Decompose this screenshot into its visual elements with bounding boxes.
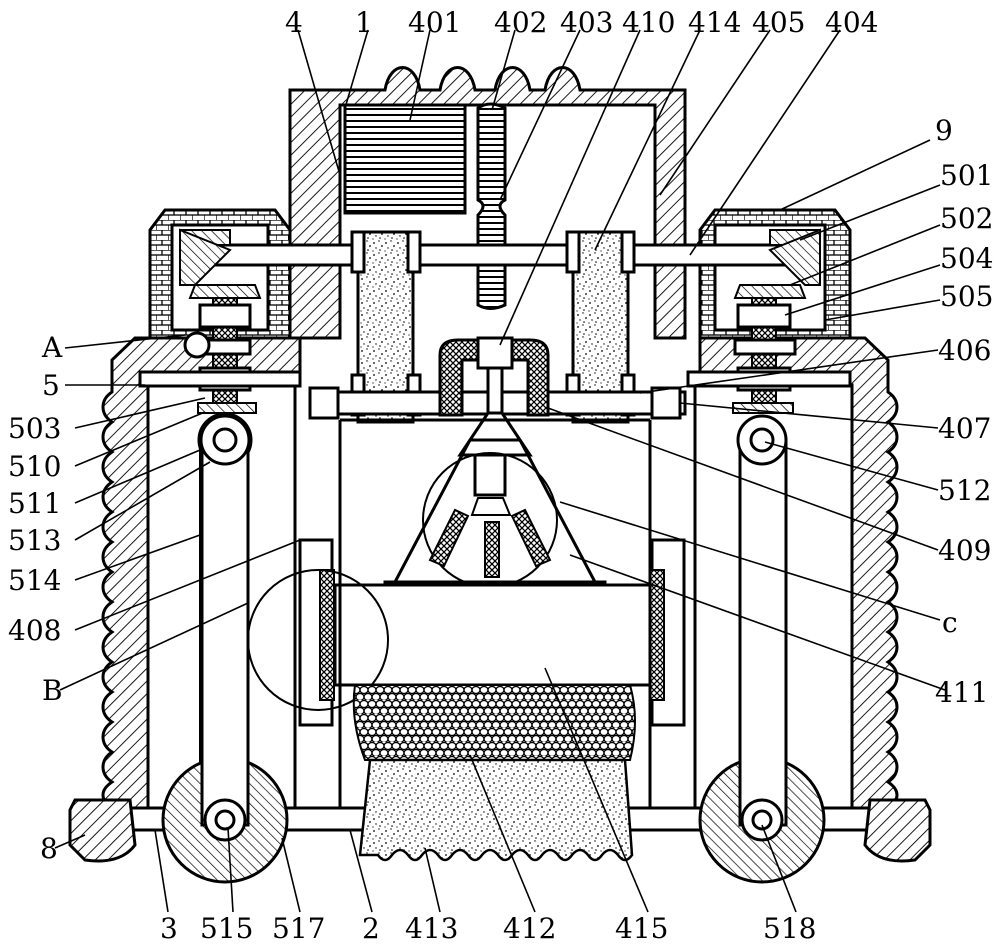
label-415: 415 (615, 912, 668, 945)
label-505: 505 (940, 280, 993, 313)
label-2: 2 (362, 912, 380, 945)
cam-columns-405 (350, 230, 636, 424)
label-414: 414 (688, 6, 741, 39)
label-4: 4 (285, 6, 303, 39)
gear-402 (476, 102, 507, 310)
label-412: 412 (503, 912, 556, 945)
right-bevel-gears-502 (733, 228, 821, 299)
label-A: A (41, 331, 63, 364)
label-501: 501 (940, 159, 993, 192)
label-413: 413 (405, 912, 458, 945)
label-410: 410 (622, 6, 675, 39)
label-513: 513 (8, 524, 61, 557)
brush-block-413 (358, 758, 634, 862)
label-B: B (42, 674, 63, 707)
leader-lines (54, 29, 946, 913)
label-518: 518 (763, 912, 816, 945)
reference-labels: 4 1 401 402 403 410 414 405 404 9 501 50… (8, 6, 993, 945)
cam-hook-406 (438, 336, 550, 457)
label-401: 401 (408, 6, 461, 39)
label-503: 503 (8, 412, 61, 445)
label-402: 402 (494, 6, 547, 39)
motor-401 (343, 103, 467, 215)
label-511: 511 (8, 487, 61, 520)
label-3: 3 (160, 912, 178, 945)
label-9: 9 (935, 114, 953, 147)
label-510: 510 (8, 450, 61, 483)
label-408: 408 (8, 614, 61, 647)
label-512: 512 (938, 474, 991, 507)
horizontal-shaft-404 (203, 243, 797, 267)
label-517: 517 (272, 912, 325, 945)
label-515: 515 (200, 912, 253, 945)
label-504: 504 (940, 242, 993, 275)
label-407: 407 (938, 412, 991, 445)
label-514: 514 (8, 564, 61, 597)
bubble-layer-412 (352, 684, 636, 761)
label-8: 8 (40, 832, 58, 865)
feet-8 (68, 798, 932, 863)
inner-posts (293, 385, 697, 808)
left-bevel-gears-501 (179, 228, 262, 299)
label-406: 406 (938, 334, 991, 367)
label-5: 5 (42, 369, 60, 402)
label-409: 409 (938, 534, 991, 567)
label-404: 404 (825, 6, 878, 39)
detail-circle-c (422, 452, 558, 588)
label-405: 405 (752, 6, 805, 39)
left-screw-503 (138, 297, 302, 414)
label-411: 411 (935, 676, 988, 709)
label-403: 403 (560, 6, 613, 39)
label-502: 502 (940, 202, 993, 235)
label-c: c (942, 606, 958, 639)
roller-body-415 (333, 583, 657, 687)
left-belt-pulleys (161, 412, 289, 884)
label-1: 1 (355, 6, 373, 39)
